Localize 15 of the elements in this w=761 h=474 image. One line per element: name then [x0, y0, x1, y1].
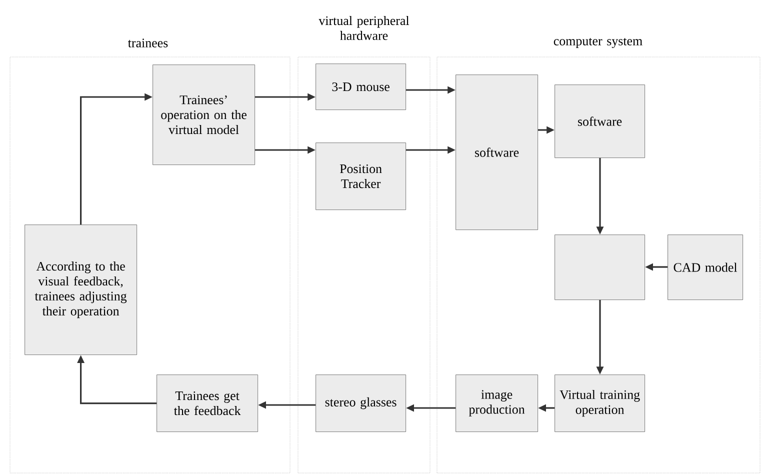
empty-box — [554, 234, 645, 300]
process-box: software — [456, 74, 538, 230]
process-box: image production — [456, 374, 538, 432]
panel-heading: computer system — [554, 38, 642, 48]
process-box: According to the visual feedback, trainees adjusting their operation — [24, 224, 137, 355]
panel-heading: virtual peripheral hardware — [318, 16, 410, 40]
process-box: Position Tracker — [316, 142, 406, 210]
process-box: stereo glasses — [316, 374, 406, 432]
process-box: Trainees’ operation on the virtual model — [152, 64, 255, 165]
process-box: Trainees get the feedback — [156, 374, 258, 432]
panel-heading: trainees — [128, 38, 168, 48]
process-box: software — [554, 84, 645, 158]
process-box: 3-D mouse — [316, 64, 406, 110]
process-box: CAD model — [668, 234, 743, 300]
process-box: Virtual training operation — [554, 374, 645, 432]
